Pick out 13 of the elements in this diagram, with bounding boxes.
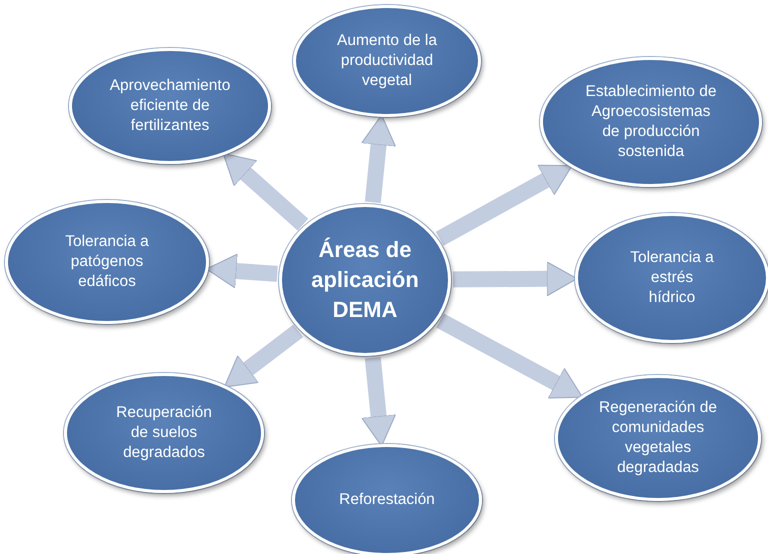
topic-text: Aprovechamiento eficiente de fertilizantes	[108, 76, 232, 136]
block-arrow	[436, 164, 572, 246]
topic-text: Recuperación de suelos degradados	[116, 402, 212, 464]
central-title: Áreas de aplicación DEMA	[310, 236, 420, 324]
block-arrow	[222, 152, 308, 231]
block-arrow	[436, 314, 583, 398]
topic-text: Reforestación	[339, 490, 435, 510]
block-arrow	[224, 324, 304, 388]
topic-text: Establecimiento de Agroecosistemas de producción sostenida	[584, 82, 718, 162]
topic-text: Tolerancia a patógenos edáficos	[64, 232, 150, 292]
topic-text: Regeneración de comunidades vegetales degradadas	[598, 398, 718, 478]
topic-text: Aumento de la productividad vegetal	[336, 30, 438, 92]
topic-text: Tolerancia a estrés hídrico	[629, 248, 715, 308]
